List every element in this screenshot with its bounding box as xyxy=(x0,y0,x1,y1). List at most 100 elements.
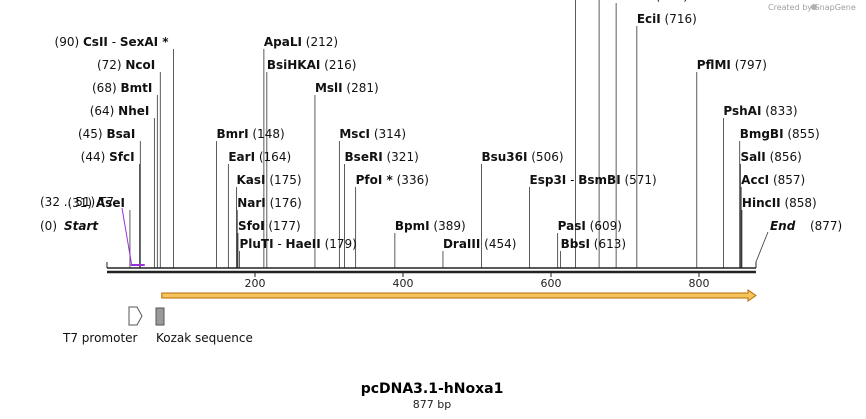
site-position: (179) xyxy=(321,237,357,251)
site-label: EarI (164) xyxy=(228,150,291,164)
site-label: AccI (857) xyxy=(741,173,805,187)
cut-line xyxy=(755,231,769,263)
enzyme-name: BsmBI xyxy=(578,173,620,187)
enzyme-name: ApaLI xyxy=(264,35,302,49)
enzyme-name: NcoI xyxy=(125,58,155,72)
enzyme-name: CsII xyxy=(83,35,108,49)
restriction-site-lines xyxy=(121,0,769,268)
site-position: (148) xyxy=(249,127,285,141)
primer-name: T7 xyxy=(95,195,114,209)
site-position: (314) xyxy=(370,127,406,141)
site-label: DraIII (454) xyxy=(443,237,516,251)
site-label: PflMI (797) xyxy=(697,58,767,72)
site-position: (336) xyxy=(393,173,429,187)
site-label: Bsu36I (506) xyxy=(481,150,563,164)
feature-label-kozak: Kozak sequence xyxy=(156,331,253,345)
site-label: (90) CsII - SexAI * xyxy=(55,35,170,49)
site-label: BmrI (148) xyxy=(217,127,285,141)
site-position: (321) xyxy=(383,150,419,164)
enzyme-name: PasI xyxy=(558,219,586,233)
site-label: BbsI (613) xyxy=(561,237,626,251)
enzyme-name: NheI xyxy=(118,104,149,118)
enzyme-name: PshAI xyxy=(723,104,761,118)
enzyme-name: PflMI xyxy=(697,58,731,72)
site-position: (176) xyxy=(266,196,302,210)
site-position: (281) xyxy=(343,81,379,95)
site-label: (64) NheI xyxy=(90,104,150,118)
site-position: (175) xyxy=(266,173,302,187)
enzyme-name: BmtI xyxy=(120,81,152,95)
feature-legend: T7 promoter Kozak sequence xyxy=(62,306,253,345)
site-label: (72) NcoI xyxy=(97,58,155,72)
enzyme-name: BbsI xyxy=(561,237,590,251)
site-label: BpmI (389) xyxy=(395,219,466,233)
site-label: PfoI * (336) xyxy=(356,173,429,187)
enzyme-name: AccI xyxy=(741,173,769,187)
enzyme-name: Bsu36I xyxy=(481,150,527,164)
site-label: BstXI (688) xyxy=(616,0,688,3)
site-position: (0) xyxy=(40,219,57,233)
site-position: (716) xyxy=(661,12,697,26)
site-position: (216) xyxy=(320,58,356,72)
site-position: (833) xyxy=(761,104,797,118)
site-position: (164) xyxy=(255,150,291,164)
enzyme-name: BstXI xyxy=(616,0,652,3)
site-label: KasI (175) xyxy=(237,173,302,187)
site-position: (609) xyxy=(586,219,622,233)
site-label: (44) SfcI xyxy=(81,150,135,164)
ruler-tick-label: 200 xyxy=(245,277,266,290)
enzyme-name: SexAI * xyxy=(120,35,169,49)
enzyme-name: KasI xyxy=(237,173,266,187)
site-position: (797) xyxy=(731,58,767,72)
enzyme-name: HincII xyxy=(742,196,781,210)
feature-label-t7-promoter: T7 promoter xyxy=(62,331,138,345)
site-position: (858) xyxy=(781,196,817,210)
site-position: (857) xyxy=(769,173,805,187)
site-position: (688) xyxy=(652,0,688,3)
site-label: NarI (176) xyxy=(237,196,302,210)
enzyme-name: Esp3I xyxy=(530,173,567,187)
site-label: PasI (609) xyxy=(558,219,622,233)
enzyme-name: BpmI xyxy=(395,219,430,233)
site-position: (72) xyxy=(97,58,125,72)
enzyme-name: PfoI * xyxy=(356,173,394,187)
orf-arrow xyxy=(161,289,757,302)
enzyme-name: PluTI xyxy=(239,237,273,251)
site-position: (454) xyxy=(480,237,516,251)
site-label: HincII (858) xyxy=(742,196,817,210)
primer-range: (32 .. 51) xyxy=(40,195,95,209)
enzyme-name: MscI xyxy=(339,127,370,141)
site-label: ApaLI (212) xyxy=(264,35,338,49)
enzyme-name: BmrI xyxy=(217,127,249,141)
site-label: MscI (314) xyxy=(339,127,406,141)
ruler-tick-label: 800 xyxy=(689,277,710,290)
site-label: (31) AseI xyxy=(67,196,125,210)
start-label: Start xyxy=(64,219,99,233)
site-position: (389) xyxy=(430,219,466,233)
site-position: (856) xyxy=(766,150,802,164)
site-label: EciI (716) xyxy=(637,12,697,26)
site-label: Esp3I - BsmBI (571) xyxy=(530,173,657,187)
ruler-tick-label: 600 xyxy=(541,277,562,290)
enzyme-name: NarI xyxy=(237,196,266,210)
enzyme-name: EarI xyxy=(228,150,255,164)
enzyme-name: BseRI xyxy=(345,150,383,164)
kozak-sequence-icon xyxy=(155,307,165,326)
site-position: (31) xyxy=(67,196,95,210)
site-position: (90) xyxy=(55,35,83,49)
enzyme-name: SfcI xyxy=(109,150,134,164)
enzyme-name: HaeII xyxy=(286,237,321,251)
site-position: (571) xyxy=(621,173,657,187)
enzyme-name: BsiHKAI xyxy=(267,58,321,72)
enzyme-name: MslI xyxy=(315,81,343,95)
site-position: (45) xyxy=(78,127,106,141)
site-position: (212) xyxy=(302,35,338,49)
enzyme-name: SfoI xyxy=(238,219,265,233)
site-label: PluTI - HaeII (179) xyxy=(239,237,356,251)
site-position: (44) xyxy=(81,150,109,164)
primer-leader xyxy=(121,207,133,266)
site-position: (68) xyxy=(92,81,120,95)
t7-promoter-icon xyxy=(128,306,143,326)
primer-label: (32 .. 51) T7 xyxy=(40,195,114,209)
